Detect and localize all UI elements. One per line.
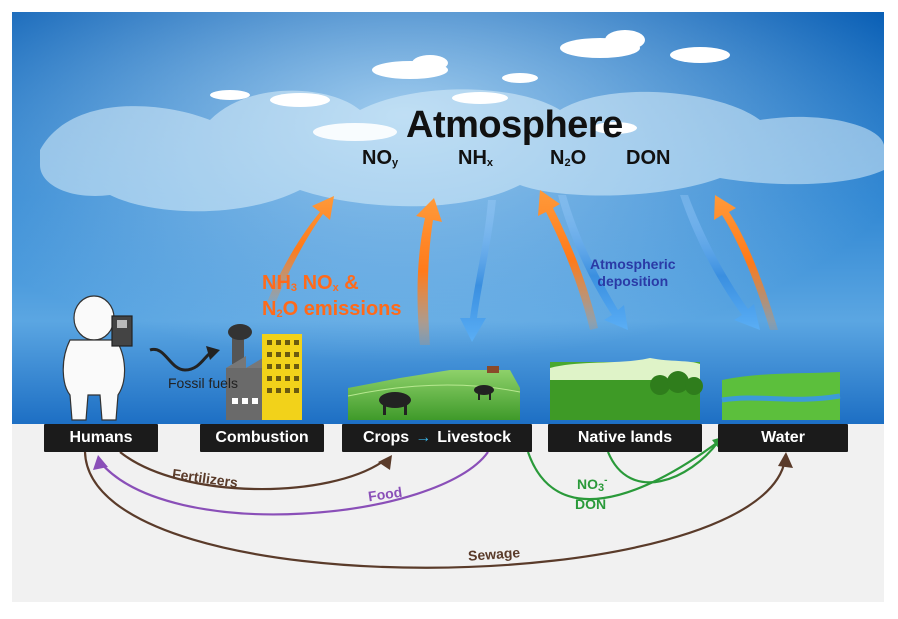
deposition-arrow (558, 195, 628, 330)
native-lands-scene (550, 358, 703, 420)
native-lands-box: Native lands (548, 424, 702, 452)
deposition-arrows (460, 195, 760, 342)
cloud (313, 123, 397, 141)
emissions-label-line2: N2O emissions (262, 298, 402, 320)
fossil-fuels-label: Fossil fuels (168, 375, 239, 391)
right-arrow-icon: → (415, 429, 432, 446)
emission-arrow (538, 190, 598, 330)
deposition-label: Atmospheric deposition (590, 256, 676, 290)
cloud (412, 55, 448, 71)
humans-box: Humans (44, 424, 158, 452)
water-box: Water (718, 424, 848, 452)
emission-arrow (416, 198, 442, 345)
species-n2o: N2O (550, 147, 587, 169)
ground-flows (83, 436, 793, 569)
human-figure (62, 295, 133, 421)
sewage-arrowhead (778, 452, 793, 468)
no3-label: NO3- (577, 475, 608, 494)
atmosphere-title: Atmosphere (406, 104, 623, 146)
cloud (593, 122, 637, 134)
factory-illustration (226, 324, 302, 420)
fossil-fuel-arrow (149, 347, 213, 372)
sky-glow (12, 12, 884, 424)
species-nhx: NHx (458, 147, 494, 169)
humans-label: Humans (69, 429, 133, 446)
crops-livestock-box: Crops → Livestock (342, 424, 532, 452)
clouds (210, 30, 730, 141)
emission-arrow (714, 195, 778, 330)
deposition-arrow (680, 195, 760, 330)
crops-label: Crops (362, 429, 410, 446)
cloud (605, 30, 645, 50)
don-flow-label: DON (575, 496, 607, 512)
food-arrow (99, 451, 489, 516)
emission-arrows (268, 190, 778, 345)
deposition-label-line1: Atmospheric (590, 256, 676, 272)
fertilizers-arrowhead (378, 455, 392, 470)
leaching-arrow-native (606, 441, 719, 484)
fertilizers-arrow (119, 451, 386, 491)
leaching-arrow-crops (526, 441, 719, 501)
food-arrowhead (93, 455, 108, 470)
livestock-label: Livestock (437, 429, 512, 446)
cloud (210, 90, 250, 100)
deposition-label-line2: deposition (597, 273, 669, 289)
emission-arrow (268, 196, 334, 302)
sewage-arrow (83, 451, 787, 569)
species-noy: NOy (362, 147, 399, 169)
deposition-arrow (460, 200, 496, 342)
crops-livestock-field (347, 366, 521, 420)
combustion-label: Combustion (215, 429, 309, 446)
fossil-fuel-arrowhead (206, 346, 220, 360)
species-don: DON (626, 147, 671, 169)
water-scene (721, 372, 841, 420)
combustion-box: Combustion (200, 424, 324, 452)
cloud-band (40, 89, 884, 212)
native-lands-label: Native lands (577, 429, 673, 446)
cloud (452, 92, 508, 104)
emissions-label-line1: NH3 NOx & (262, 272, 359, 294)
cloud (270, 93, 330, 107)
cloud (670, 47, 730, 63)
water-label: Water (761, 429, 805, 446)
cloud (502, 73, 538, 83)
